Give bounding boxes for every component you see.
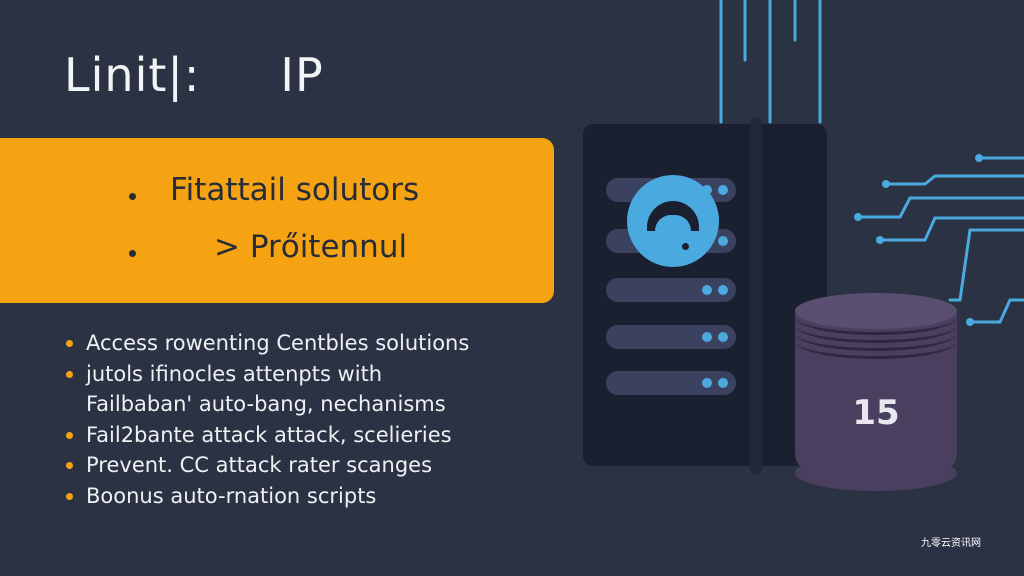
- list-item-text: Failbaban' auto-bang, nechanisms: [86, 392, 446, 416]
- server-slot: [606, 325, 736, 349]
- list-item-continuation: Failbaban' auto-bang, nechanisms: [66, 389, 469, 420]
- list-item-text: jutols ifinocles attenpts with: [86, 361, 383, 386]
- feature-list: Access rowenting Centbles solutions juto…: [66, 328, 469, 511]
- bullet-icon: [66, 492, 73, 500]
- status-led-icon: [718, 332, 728, 342]
- dome-shape: [647, 201, 699, 231]
- shield-badge-icon: [627, 175, 719, 267]
- bullet-icon: [66, 431, 73, 439]
- bullet-icon: [66, 462, 73, 469]
- status-led-icon: [702, 378, 712, 388]
- status-led-icon: [718, 378, 728, 388]
- list-item: Boonus auto-rnation scripts: [66, 481, 469, 512]
- page-title: Linit|: IP: [64, 48, 324, 102]
- bullet-icon: [66, 370, 73, 378]
- highlight-banner: Fitattail solutors > Prőitennul: [0, 138, 554, 303]
- banner-item-2: > Prőitennul: [214, 229, 408, 265]
- server-slot: [606, 278, 736, 302]
- bullet-icon: [66, 340, 73, 347]
- title-right: IP: [280, 48, 324, 102]
- list-item: jutols ifinocles attenpts with: [66, 359, 469, 390]
- database-cylinder-illustration: 15: [795, 293, 957, 491]
- list-item-text: Prevent. CC attack rater scanges: [86, 453, 433, 477]
- database-label: 15: [852, 393, 900, 433]
- status-led-icon: [702, 332, 712, 342]
- list-item: Prevent. CC attack rater scanges: [66, 450, 469, 481]
- banner-item-1: Fitattail solutors: [170, 172, 420, 208]
- list-item: Access rowenting Centbles solutions: [66, 328, 469, 359]
- status-led-icon: [718, 236, 728, 246]
- status-led-icon: [718, 285, 728, 295]
- list-item: Fail2bante attack attack, scelieries: [66, 420, 469, 451]
- banner-bullet-icon: [129, 250, 136, 257]
- banner-bullet-icon: [129, 193, 136, 200]
- badge-dot: [682, 243, 689, 250]
- status-led-icon: [718, 185, 728, 195]
- title-left: Linit|:: [64, 48, 201, 102]
- list-item-text: Boonus auto-rnation scripts: [86, 483, 377, 508]
- server-slot: [606, 371, 736, 395]
- database-ring: [795, 323, 957, 359]
- watermark: 九零云资讯网: [921, 538, 981, 549]
- status-led-icon: [702, 285, 712, 295]
- list-item-text: Fail2bante attack attack, scelieries: [86, 422, 452, 447]
- list-item-text: Access rowenting Centbles solutions: [86, 331, 470, 355]
- server-divider: [750, 117, 762, 475]
